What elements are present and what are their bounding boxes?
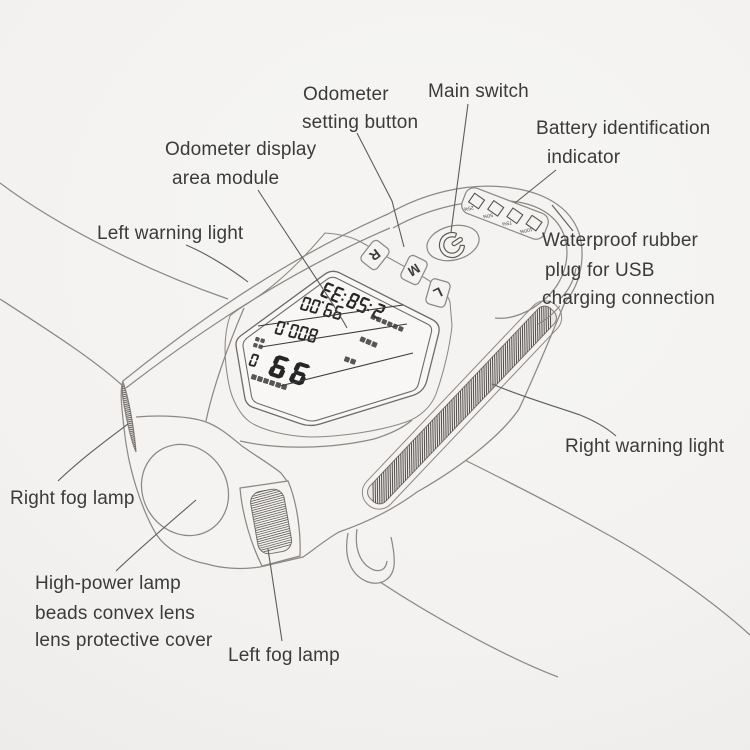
svg-text:beads convex lens: beads convex lens xyxy=(35,603,195,624)
svg-text:75%: 75% xyxy=(501,219,513,227)
svg-text:Odometer display: Odometer display xyxy=(165,139,317,160)
svg-text:Battery identification: Battery identification xyxy=(536,118,710,139)
svg-text:100%: 100% xyxy=(519,226,533,234)
svg-text:Waterproof rubber: Waterproof rubber xyxy=(542,230,699,251)
svg-text:setting button: setting button xyxy=(302,112,418,133)
svg-text:Right fog lamp: Right fog lamp xyxy=(10,488,135,509)
svg-text:Main switch: Main switch xyxy=(428,81,529,102)
svg-text:lens protective cover: lens protective cover xyxy=(35,630,213,651)
svg-text:plug for USB: plug for USB xyxy=(545,260,655,281)
svg-text:High-power lamp: High-power lamp xyxy=(35,573,181,594)
svg-text:area module: area module xyxy=(172,168,279,189)
svg-text:50%: 50% xyxy=(482,211,494,219)
svg-text:Right warning light: Right warning light xyxy=(565,436,725,457)
svg-text:Left warning light: Left warning light xyxy=(97,223,244,244)
svg-text:Left fog lamp: Left fog lamp xyxy=(228,645,340,666)
svg-text:indicator: indicator xyxy=(547,147,621,168)
svg-text:charging connection: charging connection xyxy=(542,288,715,309)
svg-text:25%: 25% xyxy=(463,204,475,212)
svg-text:Odometer: Odometer xyxy=(303,84,389,105)
